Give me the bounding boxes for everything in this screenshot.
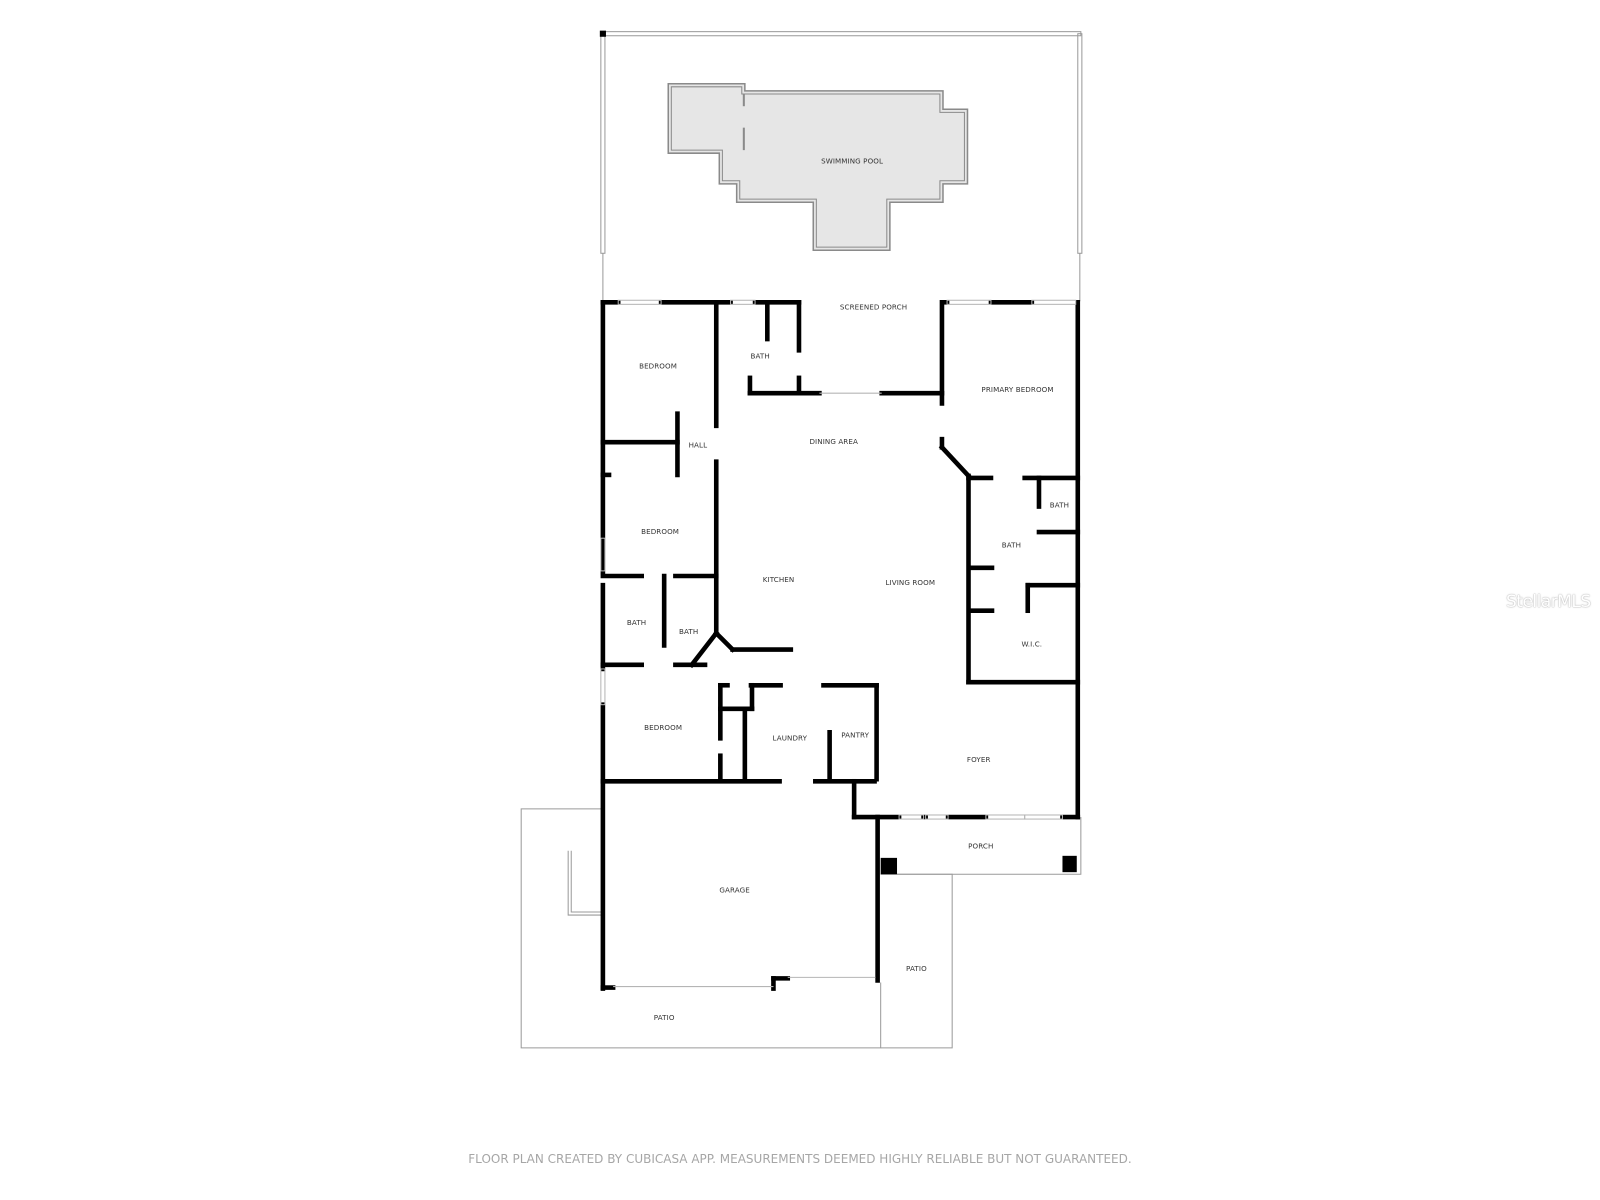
label-bath-west-2: BATH	[679, 627, 698, 636]
label-laundry: LAUNDRY	[772, 733, 807, 742]
label-dining-area: DINING AREA	[809, 437, 857, 446]
label-wic: W.I.C.	[1021, 639, 1042, 648]
watermark: StellarMLS	[1506, 592, 1591, 612]
porch-post	[1062, 855, 1077, 873]
label-bath-west-1: BATH	[627, 618, 646, 627]
swimming-pool	[667, 82, 969, 251]
label-foyer: FOYER	[967, 755, 991, 764]
room-labels: SWIMMING POOL SCREENED PORCH BEDROOM BAT…	[627, 156, 1069, 1022]
label-bedroom-sw: BEDROOM	[644, 723, 682, 732]
label-bath-primary-small: BATH	[1050, 501, 1069, 510]
label-kitchen: KITCHEN	[763, 575, 795, 584]
label-screened-porch: SCREENED PORCH	[840, 302, 907, 311]
porch-post	[880, 857, 898, 875]
patio-outlines	[520, 808, 1082, 1049]
walls	[600, 300, 1081, 991]
label-patio-south: PATIO	[654, 1013, 675, 1022]
footer-disclaimer: FLOOR PLAN CREATED BY CUBICASA APP. MEAS…	[468, 1152, 1132, 1166]
label-bedroom-west: BEDROOM	[641, 527, 679, 536]
label-living-room: LIVING ROOM	[885, 578, 935, 587]
label-bedroom-nw: BEDROOM	[639, 362, 677, 371]
label-porch: PORCH	[968, 842, 993, 851]
windows	[600, 299, 1077, 988]
label-bath-north: BATH	[751, 351, 770, 360]
label-bath-primary: BATH	[1002, 540, 1021, 549]
label-pantry: PANTRY	[841, 730, 869, 739]
label-primary-bedroom: PRIMARY BEDROOM	[981, 385, 1053, 394]
label-hall: HALL	[689, 440, 708, 449]
label-patio-east: PATIO	[906, 964, 927, 973]
label-garage: GARAGE	[719, 886, 750, 895]
enclosure-corner	[599, 30, 606, 37]
label-swimming-pool: SWIMMING POOL	[821, 156, 883, 165]
